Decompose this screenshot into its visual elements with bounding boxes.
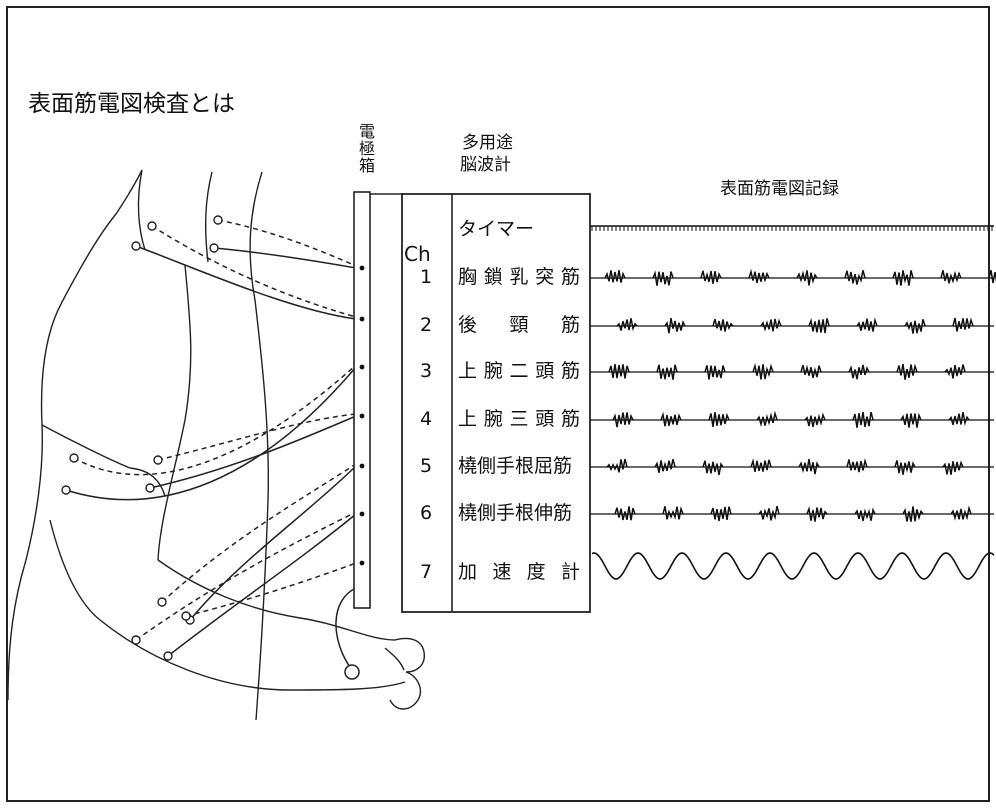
electrode-lead [217, 219, 357, 267]
electrode-lead [149, 415, 357, 489]
terminal-dot [359, 560, 365, 566]
channel-header: Ch [404, 242, 431, 266]
terminal-dot [359, 265, 365, 271]
electrode-pad [131, 635, 141, 645]
electrode-pad [145, 483, 155, 493]
channel-number: 3 [419, 360, 433, 382]
electrode-pad [69, 453, 79, 463]
electrode-lead [135, 245, 357, 320]
channel-number: 7 [419, 561, 433, 583]
terminal-dot [359, 364, 365, 370]
emg-burst-group [606, 458, 964, 476]
electrode-lead [213, 247, 357, 269]
terminal-dot [359, 316, 365, 322]
terminal-dot [359, 511, 365, 517]
electrode-pad [61, 485, 71, 495]
channel-muscle-label: 後 頸 筋 [458, 314, 580, 336]
channel-muscle-label: 加速度計 [458, 561, 580, 583]
electrode-lead [65, 366, 357, 501]
emg-burst-group [608, 363, 966, 380]
timer-tick-marks [591, 226, 993, 231]
emg-burst-group [604, 268, 996, 286]
electrode-box [353, 191, 371, 609]
electrode-lead [167, 513, 357, 657]
channel-number: 5 [419, 455, 433, 477]
electrode-pad [213, 215, 223, 225]
emg-recording-traces [590, 225, 996, 580]
channel-number: 6 [419, 502, 433, 524]
eeg-recorder-box [401, 193, 591, 613]
electrode-box-terminals [359, 265, 365, 566]
electrode-lead [161, 463, 357, 603]
accelerometer-sensor [344, 664, 360, 680]
electrode-pad [209, 243, 219, 253]
eeg-label-line2: 脳波計 [460, 155, 511, 175]
emg-trace-ch4 [590, 410, 994, 428]
emg-trace-ch3 [590, 363, 994, 380]
electrode-lead [157, 413, 357, 461]
human-body-outline [7, 169, 425, 721]
channel-muscle-label: 橈側手根伸筋 [458, 502, 573, 524]
electrode-lead [73, 364, 357, 476]
electrode-pad [147, 221, 157, 231]
channel-number: 4 [419, 408, 433, 430]
emg-trace-ch6 [590, 505, 994, 522]
recording-title: 表面筋電図記録 [720, 179, 839, 199]
accelerometer-trace [591, 552, 995, 580]
emg-burst-group [614, 505, 972, 522]
emg-burst-group [612, 410, 970, 428]
terminal-dot [359, 413, 365, 419]
electrode-box-label: 電 極 箱 [358, 122, 375, 175]
electrode-pad [153, 455, 163, 465]
emg-trace-ch2 [590, 317, 994, 334]
page-title: 表面筋電図検査とは [28, 91, 235, 117]
electrode-lead [151, 225, 357, 318]
emg-trace-ch5 [590, 458, 994, 476]
electrode-pad [163, 651, 173, 661]
eeg-label-line1: 多用途 [462, 133, 513, 153]
channel-muscle-label: 上腕三頭筋 [458, 408, 580, 430]
channel-muscle-label: 胸鎖乳突筋 [458, 266, 580, 288]
emg-burst-group [616, 317, 974, 334]
channel-number: 2 [419, 314, 433, 336]
electrode-lead [189, 465, 357, 621]
electrode-pad [131, 241, 141, 251]
channel-muscle-label: 橈側手根屈筋 [458, 455, 573, 477]
electrode-lead [335, 587, 357, 671]
channel-muscle-label: 上腕二頭筋 [458, 360, 580, 382]
terminal-dot [359, 463, 365, 469]
electrode-pad [157, 597, 167, 607]
electrode-wires [61, 215, 360, 680]
emg-trace-ch1 [590, 268, 996, 286]
timer-label: タイマー [458, 218, 535, 240]
electrode-pad [181, 611, 191, 621]
electrode-lead [135, 511, 357, 641]
channel-number: 1 [419, 266, 433, 288]
